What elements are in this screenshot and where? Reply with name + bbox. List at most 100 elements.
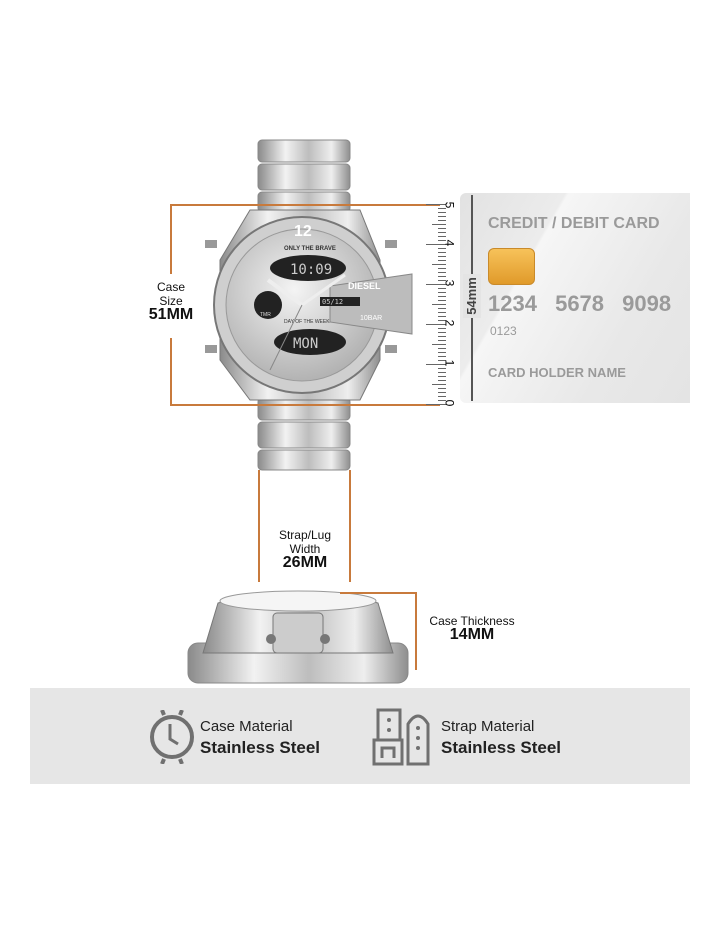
ruler-tick [438, 236, 446, 237]
digital-display-time [270, 255, 346, 281]
strap-width-label: Strap/Lug Width 26MM [262, 528, 348, 571]
water-resistance: 10BAR [360, 315, 382, 322]
dial-twelve: 12 [294, 223, 312, 240]
case-size-label-line2: Size [159, 294, 183, 308]
ruler-tick [432, 224, 446, 225]
ruler-tick [438, 360, 446, 361]
ruler-tick [438, 288, 446, 289]
thickness-top-line [340, 592, 416, 594]
ruler-tick [426, 204, 446, 205]
card-holder-name: CARD HOLDER NAME [488, 365, 626, 380]
strap-material-label: Strap Material [441, 718, 535, 735]
case-material-label: Case Material [200, 718, 293, 735]
ruler-label-2: 2 [442, 319, 457, 327]
case-size-top-line [170, 204, 440, 206]
dial-slogan: ONLY THE BRAVE [284, 246, 336, 252]
watch-case-icon [150, 710, 194, 764]
thickness-label: Case Thickness 14MM [424, 614, 520, 643]
materials-band: Case Material Stainless Steel Strap Mate… [30, 688, 690, 784]
ruler-tick [426, 404, 446, 405]
ruler-tick [438, 308, 446, 309]
case-size-bracket-upper [170, 204, 172, 274]
subdial-label: TMR [260, 312, 271, 318]
ruler-tick [438, 240, 446, 241]
thickness-right-line [415, 592, 417, 670]
ruler-tick [432, 384, 446, 385]
ruler-tick [438, 232, 446, 233]
digital-time: 10:09 [290, 262, 332, 278]
ruler-tick [438, 368, 446, 369]
ruler-label-3: 3 [442, 279, 457, 287]
card-number: 1234 5678 9098 [488, 291, 671, 316]
ruler-tick [426, 244, 446, 245]
ruler-tick [438, 256, 446, 257]
ruler-label-0: 0 [442, 399, 457, 407]
ruler-tick [438, 400, 446, 401]
ruler-tick [438, 268, 446, 269]
ruler-tick [438, 352, 446, 353]
chip-icon [488, 248, 535, 285]
case-size-label: Case Size 51MM [140, 280, 202, 323]
case-size-bottom-line [170, 404, 440, 406]
ruler-labels: 0 1 2 3 4 5 [442, 196, 460, 414]
strap-label-line2: Width [289, 542, 321, 556]
ruler-tick [432, 304, 446, 305]
ruler-tick [426, 324, 446, 325]
ruler-tick [438, 392, 446, 393]
ruler-tick [438, 340, 446, 341]
ruler-tick [438, 300, 446, 301]
ruler-tick [438, 380, 446, 381]
day-label: DAY OF THE WEEK [284, 319, 330, 325]
thickness-value: 14MM [449, 626, 495, 643]
card-number-group-3: 9098 [622, 291, 672, 316]
ruler-tick [438, 296, 446, 297]
ruler-tick [438, 336, 446, 337]
ruler-tick [438, 260, 446, 261]
strap-width-left-line [258, 470, 260, 582]
case-material-value: Stainless Steel [200, 738, 321, 757]
case-size-bracket-lower [170, 338, 172, 406]
ruler-tick [438, 332, 446, 333]
case-size-value: 51MM [148, 306, 194, 323]
ruler-tick [438, 208, 446, 209]
digital-date: 05/12 [322, 298, 343, 306]
ruler-tick [438, 272, 446, 273]
ruler-tick [438, 316, 446, 317]
strap-material-value: Stainless Steel [441, 738, 562, 757]
strap-icon [372, 708, 430, 766]
ruler-tick [438, 372, 446, 373]
ruler-tick [438, 348, 446, 349]
card-title: CREDIT / DEBIT CARD [488, 215, 660, 232]
ruler-tick [438, 228, 446, 229]
thickness-label-text: Case Thickness [429, 614, 515, 628]
ruler-label-1: 1 [442, 359, 457, 367]
ruler-tick [438, 312, 446, 313]
ruler-tick [438, 280, 446, 281]
case-size-label-line1: Case [156, 280, 185, 294]
ruler-tick [438, 356, 446, 357]
credit-card-reference: 54mm CREDIT / DEBIT CARD 1234 5678 9098 … [460, 193, 690, 403]
ruler-label-4: 4 [442, 239, 457, 247]
diesel-plate [329, 273, 413, 335]
ruler-tick [426, 364, 446, 365]
ruler-tick [432, 264, 446, 265]
brand-logo-text: DIESEL [348, 281, 381, 291]
ruler-tick [438, 276, 446, 277]
card-sub-number: 0123 [490, 324, 517, 338]
digital-display-day [274, 329, 346, 355]
ruler-tick [426, 284, 446, 285]
bracelet-bottom [257, 397, 351, 471]
card-number-group-1: 1234 [488, 291, 537, 316]
strap-width-right-line [349, 470, 351, 582]
strap-label-line1: Strap/Lug [278, 528, 332, 542]
case-material: Case Material Stainless Steel [200, 718, 320, 758]
ruler-tick [438, 252, 446, 253]
strap-width-value: 26MM [282, 554, 328, 571]
ruler-label-5: 5 [442, 201, 457, 209]
bracelet-top [257, 139, 351, 213]
watch-side-image [187, 590, 409, 684]
watch-front-image: 12 ONLY THE BRAVE 10:09 MON DAY OF THE W… [205, 139, 413, 471]
ruler-tick [438, 220, 446, 221]
ruler [424, 192, 446, 410]
